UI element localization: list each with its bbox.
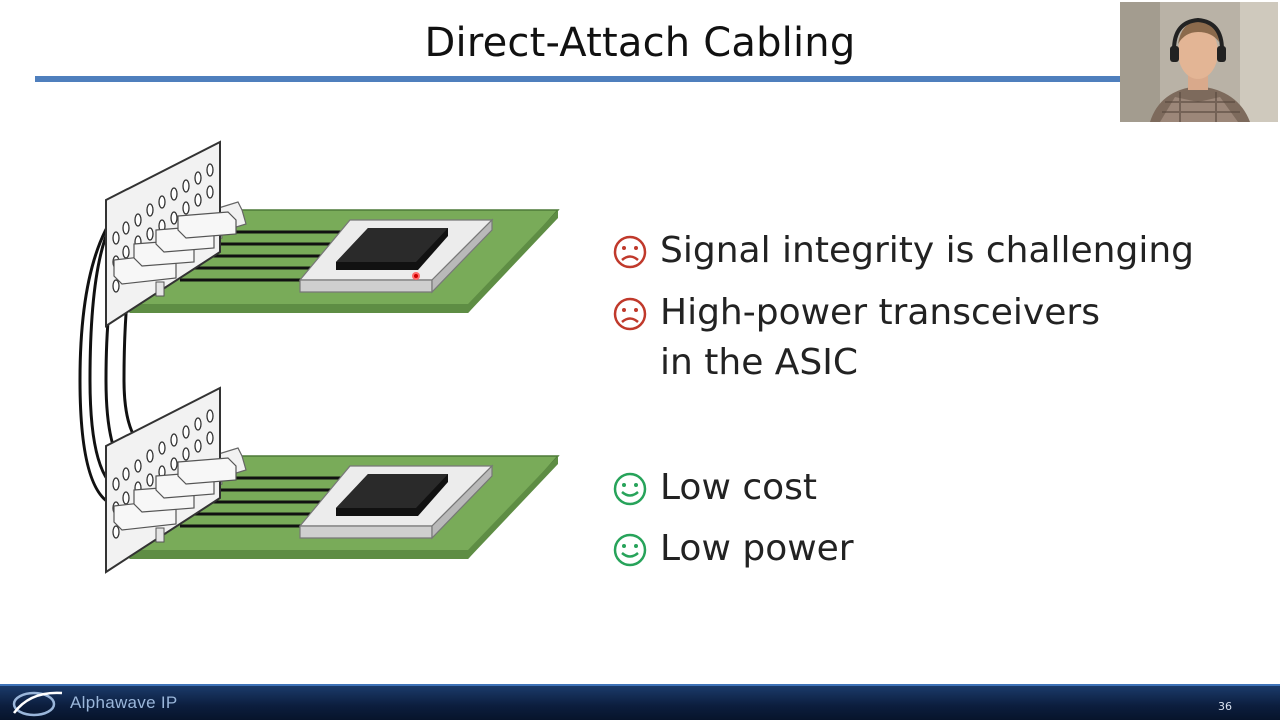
slide-title: Direct-Attach Cabling [424, 20, 856, 66]
footer-bar [0, 684, 1280, 720]
alphawave-logo-icon [12, 691, 63, 717]
bullet-line: in the ASIC [660, 342, 859, 383]
bullet-line: High-power transceivers [660, 292, 1100, 333]
smile-face-icon [613, 472, 647, 506]
direct-attach-diagram [70, 130, 570, 584]
title-underline [35, 76, 1125, 82]
bullet-text: Low power [660, 528, 854, 569]
bullet-text: High-power transceivers in the ASIC [660, 288, 1100, 388]
footer-logo: Alphawave IP [10, 686, 178, 720]
smile-face-icon [613, 533, 647, 567]
footer-accent-line [0, 684, 1280, 686]
page-number: 36 [1218, 700, 1232, 713]
frown-face-icon [613, 297, 647, 331]
pcb-cabling-illustration [78, 140, 560, 574]
bullet-text: Signal integrity is challenging [660, 230, 1194, 271]
bullet-text: Low cost [660, 467, 818, 508]
bullet-low-cost: Low cost [612, 467, 817, 513]
bullet-signal-integrity: Signal integrity is challenging [612, 230, 1194, 276]
bullet-low-power: Low power [612, 528, 854, 574]
footer-brand: Alphawave IP [70, 693, 178, 712]
lower-pcb [104, 386, 560, 574]
presenter-webcam [1120, 2, 1278, 122]
upper-pcb [104, 140, 560, 328]
bullet-high-power: High-power transceivers in the ASIC [612, 292, 1100, 388]
frown-face-icon [613, 235, 647, 269]
